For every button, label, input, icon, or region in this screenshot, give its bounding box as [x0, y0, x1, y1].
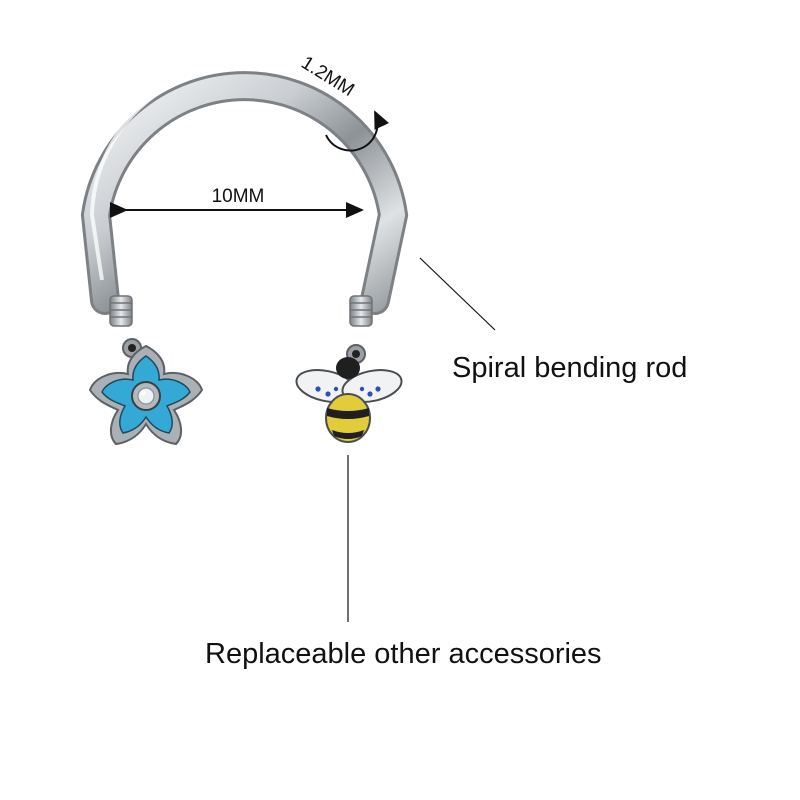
- curved-arrow-icon: [325, 110, 390, 152]
- horseshoe-rod: [80, 63, 409, 315]
- left-thread: [109, 295, 133, 327]
- right-thread: [349, 295, 373, 327]
- bee-charm-icon: [295, 344, 403, 443]
- width-dimension-label: 10MM: [212, 186, 265, 207]
- accessories-callout-label: Replaceable other accessories: [205, 638, 602, 670]
- rod-callout-label: Spiral bending rod: [452, 352, 688, 384]
- flower-charm-icon: [88, 338, 204, 446]
- rod-leader-line: [419, 257, 496, 331]
